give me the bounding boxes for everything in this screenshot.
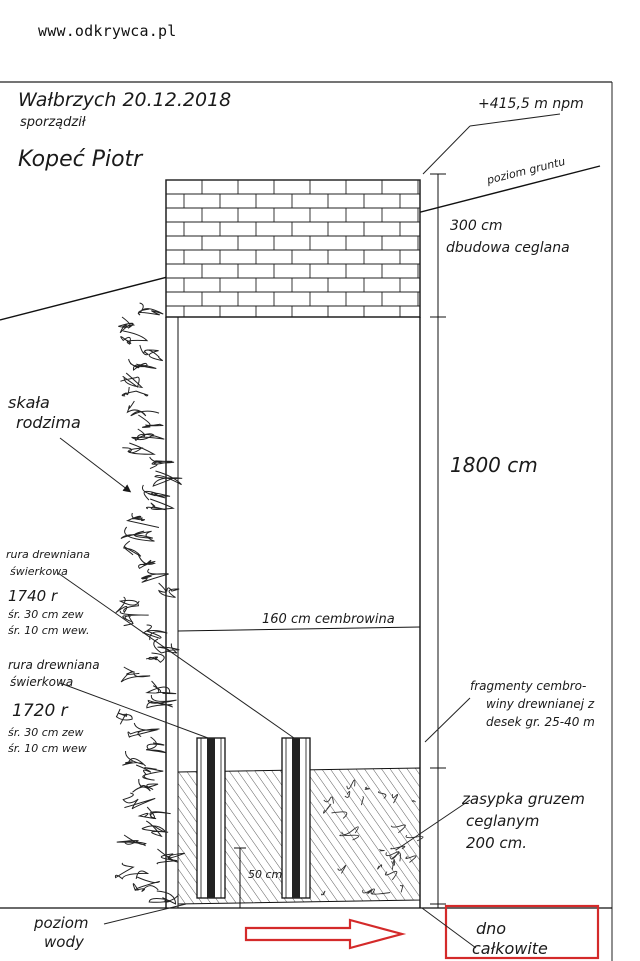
rock-leader [59, 437, 132, 493]
drawing-sheet: Wałbrzych 20.12.2018 sporządził Kopeć Pi… [0, 78, 640, 961]
bottom-highlight-box [444, 904, 600, 960]
pipe-bottom-label: 50 cm [248, 868, 282, 881]
depth-total-label: 1800 cm [450, 453, 538, 477]
crib-label: 160 cm cembrowina [262, 612, 395, 627]
signature: Kopeć Piotr [18, 147, 144, 172]
ground-level-label: poziom gruntu [485, 155, 567, 187]
pipe1-label-1: rura drewniana [6, 548, 90, 561]
water-level-label-2: wody [44, 933, 85, 951]
elevation-leader [422, 125, 471, 175]
bottom-label-2: całkowite [472, 939, 548, 958]
rock-label-1: skała [8, 393, 50, 412]
pipe2-label-3: 1720 r [12, 701, 69, 721]
crib-top-line [177, 626, 421, 632]
pipe2-label-2: świerkowa [10, 675, 73, 689]
elevation-label: +415,5 m npm [478, 96, 584, 112]
water-level-leader [103, 903, 187, 925]
pipe1-label-2: świerkowa [10, 565, 68, 578]
pipe1-label-5: śr. 10 cm wew. [8, 624, 90, 637]
pipe2-label-4: śr. 30 cm zew [8, 726, 84, 739]
native-rock-texture [114, 302, 186, 905]
backfill-label-2: ceglanym [466, 812, 539, 830]
watermark-url: www.odkrywca.pl [38, 22, 177, 40]
fragments-label-1: fragmenty cembro- [470, 679, 586, 693]
brick-desc-label: dbudowa ceglana [446, 240, 570, 256]
wooden-pipe-1720 [281, 737, 311, 899]
wooden-pipe-1740 [196, 737, 226, 899]
pipe1-label-4: śr. 30 cm zew [8, 608, 84, 621]
backfill-label-1: zasypka gruzem [461, 790, 585, 808]
fragments-leader [424, 697, 471, 743]
brick-height-label: 300 cm [450, 218, 503, 234]
backfill-leader [395, 799, 471, 851]
backfill-label-3: 200 cm. [466, 834, 527, 852]
brick-top-section [165, 179, 421, 318]
rock-label-2: rodzima [16, 413, 81, 432]
well-cross-section-diagram: Wałbrzych 20.12.2018 sporządził Kopeć Pi… [0, 81, 613, 961]
fragments-label-2: winy drewnianej z [486, 697, 595, 711]
water-level-label-1: poziom [33, 914, 89, 932]
pipe2-leader [59, 682, 209, 739]
pipe1-label-3: 1740 r [8, 587, 58, 605]
pipe1-leader [57, 572, 295, 739]
bottom-label-1: dno [476, 919, 506, 938]
pipe2-label-5: śr. 10 cm wew [8, 742, 87, 755]
drawn-by-label: sporządził [20, 115, 87, 130]
place-date: Wałbrzych 20.12.2018 [18, 89, 231, 111]
pipe2-label-1: rura drewniana [8, 658, 100, 672]
fragments-label-3: desek gr. 25-40 m [486, 715, 595, 729]
red-arrow-icon [244, 918, 407, 950]
